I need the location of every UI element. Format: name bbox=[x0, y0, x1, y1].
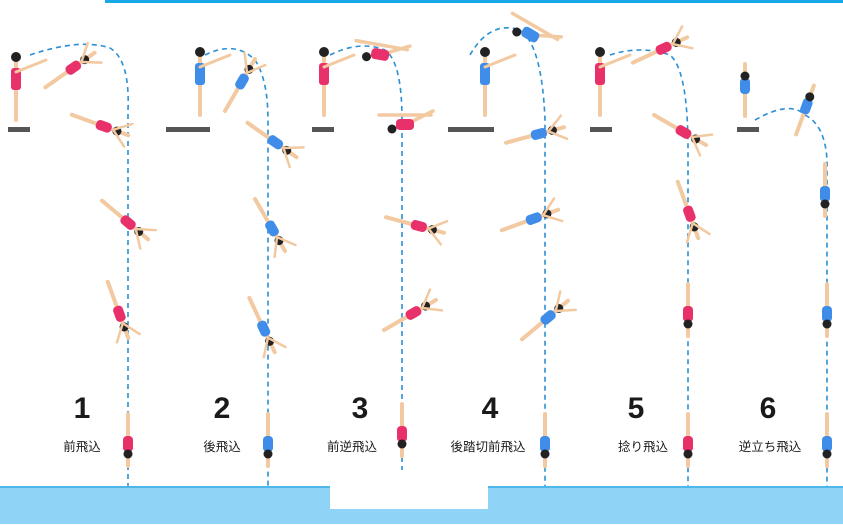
diver-figure-2-7 bbox=[215, 53, 266, 117]
dive-number-2: 2 bbox=[214, 392, 231, 426]
diving-board-1 bbox=[8, 127, 30, 132]
diver-figure-2-10 bbox=[238, 293, 285, 358]
diver-figure-6-31 bbox=[791, 84, 818, 136]
dive-number-5: 5 bbox=[628, 392, 645, 426]
diver-figure-1-5 bbox=[123, 414, 133, 466]
trajectory-5 bbox=[610, 50, 688, 495]
diving-board-4 bbox=[448, 127, 494, 132]
diver-figure-1-1 bbox=[39, 43, 102, 97]
diver-figure-4-19 bbox=[503, 10, 561, 56]
diver-figure-1-0 bbox=[11, 52, 46, 120]
diver-figure-2-11 bbox=[263, 414, 273, 466]
diver-figure-3-16 bbox=[378, 290, 442, 341]
diver-figure-3-12 bbox=[319, 47, 354, 115]
dive-number-4: 4 bbox=[482, 392, 499, 426]
diver-figure-4-18 bbox=[480, 47, 515, 115]
diver-figure-6-33 bbox=[822, 284, 832, 336]
trajectory-1 bbox=[30, 44, 128, 495]
dive-name-5: 捻り飛込 bbox=[618, 436, 668, 455]
diver-figure-4-20 bbox=[503, 116, 567, 155]
diver-figure-5-27 bbox=[666, 178, 709, 243]
diver-figure-3-13 bbox=[353, 37, 410, 69]
diver-figure-6-30 bbox=[740, 64, 750, 116]
diver-figure-1-4 bbox=[96, 278, 139, 343]
diving-board-2 bbox=[166, 127, 210, 132]
diver-figure-5-29 bbox=[683, 414, 693, 466]
diver-figure-4-21 bbox=[498, 198, 563, 241]
diving-board-6 bbox=[737, 127, 759, 132]
dive-name-3: 前逆飛込 bbox=[327, 436, 377, 455]
blank-caption-box bbox=[330, 484, 488, 509]
diver-figure-2-6 bbox=[195, 47, 230, 115]
dive-name-6: 逆立ち飛込 bbox=[739, 436, 802, 455]
diver-figure-1-2 bbox=[68, 103, 133, 146]
diver-figure-3-14 bbox=[379, 111, 433, 134]
diver-figure-4-23 bbox=[540, 414, 550, 466]
dive-number-3: 3 bbox=[352, 392, 369, 426]
dive-name-1: 前飛込 bbox=[63, 436, 101, 455]
diver-figure-1-3 bbox=[94, 192, 155, 249]
diving-board-5 bbox=[590, 127, 612, 132]
diver-figure-5-28 bbox=[683, 284, 693, 336]
dive-name-2: 後飛込 bbox=[203, 436, 241, 455]
trajectory-2 bbox=[205, 49, 268, 495]
dive-number-1: 1 bbox=[74, 392, 91, 426]
diver-figure-2-9 bbox=[245, 193, 296, 257]
diver-figure-5-26 bbox=[648, 105, 712, 156]
diver-figure-6-32 bbox=[820, 164, 830, 216]
diver-figure-3-15 bbox=[383, 206, 447, 245]
diver-figure-5-24 bbox=[595, 47, 630, 115]
diver-figure-3-17 bbox=[397, 404, 407, 456]
diver-figure-6-34 bbox=[822, 414, 832, 466]
diver-figure-2-8 bbox=[241, 113, 304, 167]
diving-board-3 bbox=[312, 127, 334, 132]
dive-name-4: 後踏切前飛込 bbox=[450, 436, 525, 455]
dive-number-6: 6 bbox=[760, 392, 777, 426]
